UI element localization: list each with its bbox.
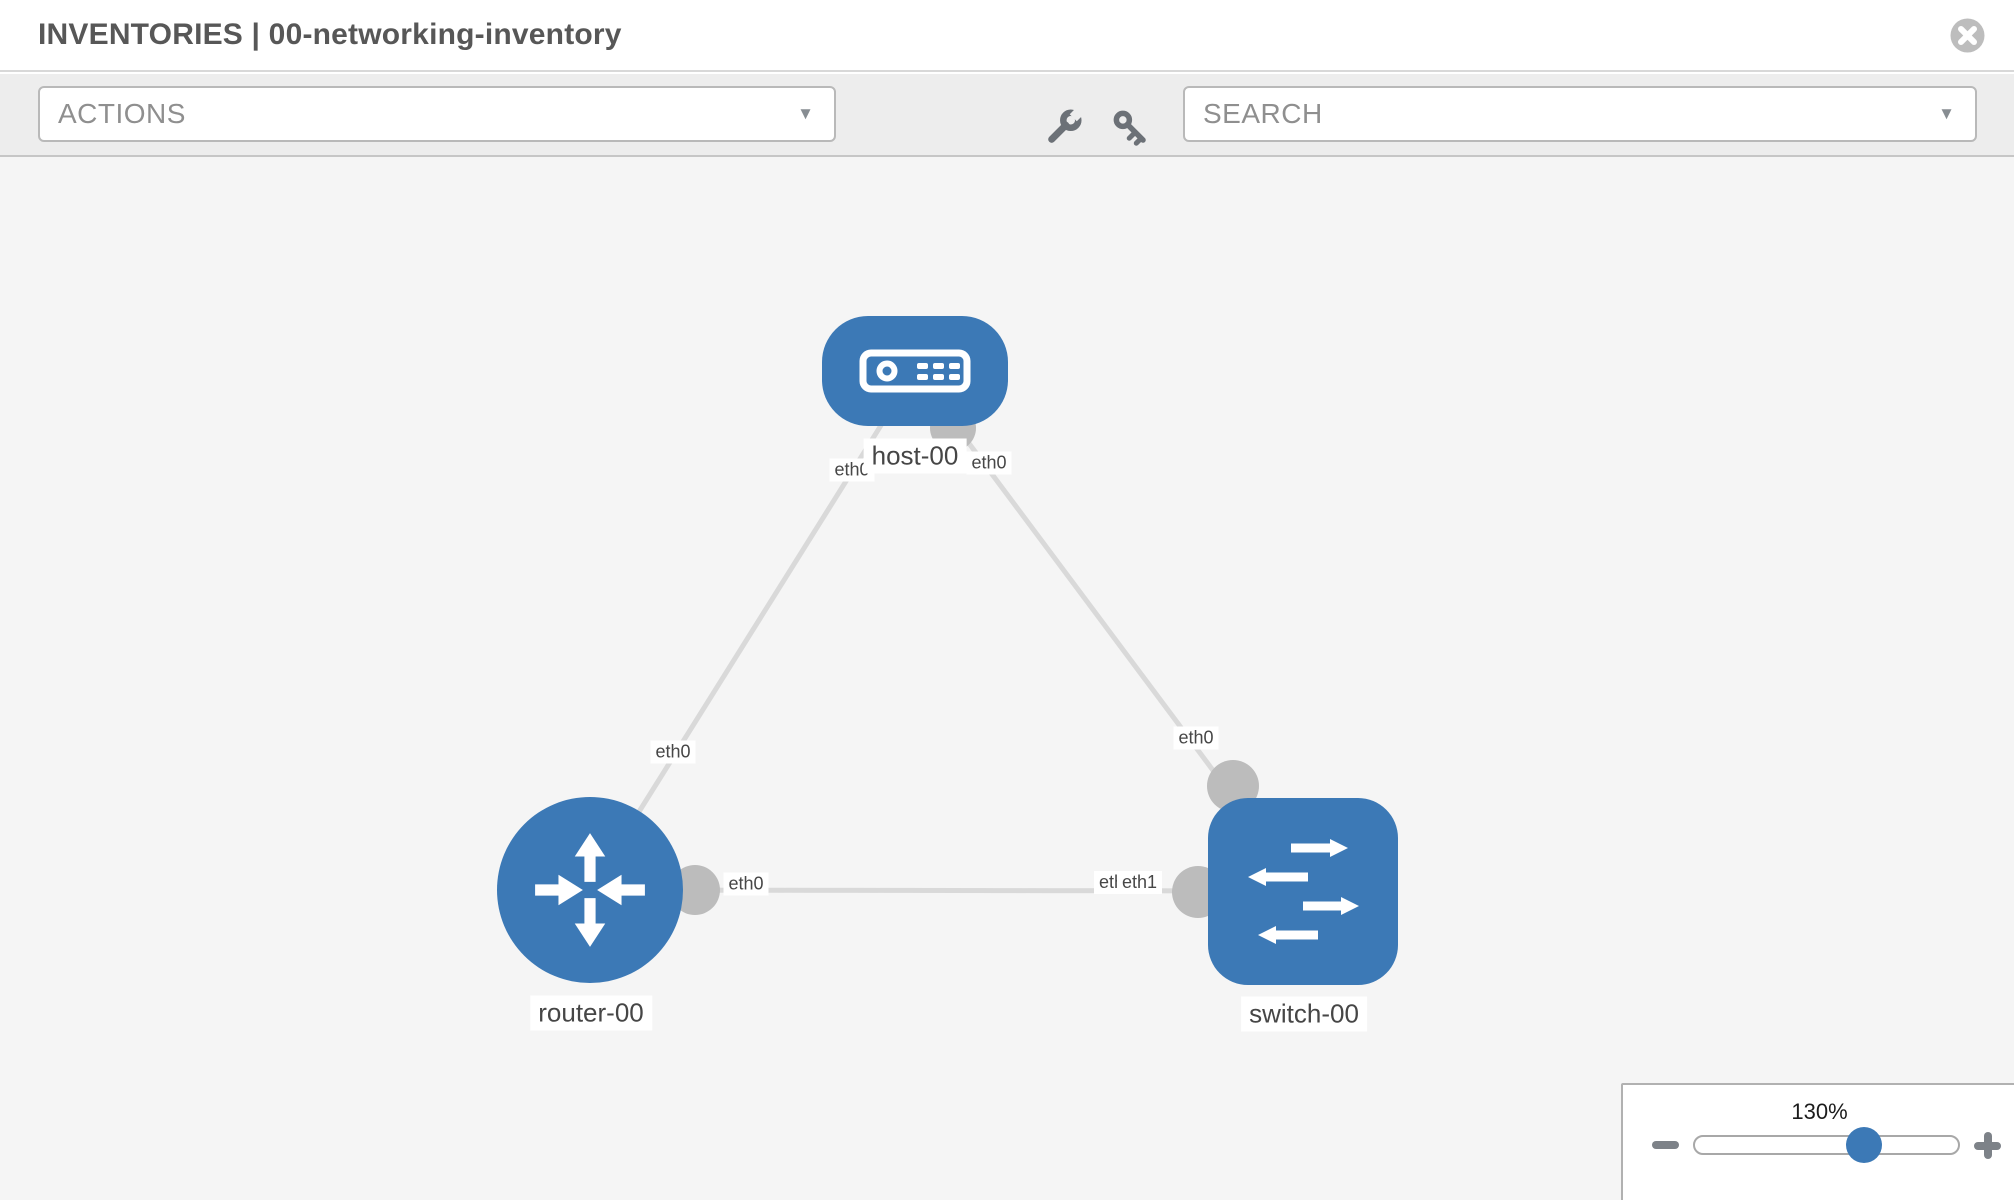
page-title: INVENTORIES | 00-networking-inventory [38, 18, 622, 51]
close-button[interactable] [1950, 18, 1985, 53]
interface-label: eth0 [829, 458, 875, 482]
chevron-down-icon: ▼ [1938, 104, 1955, 123]
interface-label: eth0 [723, 872, 769, 896]
zoom-control-panel: 130% [1621, 1083, 2014, 1200]
node-switch-00[interactable] [1208, 798, 1398, 985]
node-host-00[interactable] [822, 316, 1008, 426]
credentials-button[interactable] [1109, 106, 1153, 150]
node-label-host: host-00 [863, 438, 967, 474]
zoom-in-button[interactable] [1974, 1132, 2001, 1159]
close-icon [1950, 18, 1985, 53]
node-label-router: router-00 [530, 995, 652, 1031]
topology-canvas[interactable]: eth0 eth0 eth0 eth0 eth0 eth0 eth1 host-… [0, 157, 2014, 1200]
configure-button[interactable] [1041, 106, 1085, 150]
node-router-00[interactable] [497, 797, 683, 983]
zoom-slider-track[interactable] [1693, 1135, 1960, 1155]
zoom-slider-thumb[interactable] [1846, 1127, 1882, 1163]
interface-circle-router [670, 865, 720, 915]
interface-label: eth0 [650, 740, 696, 764]
switch-icon [1247, 839, 1359, 944]
key-icon [1113, 110, 1146, 146]
host-icon [859, 349, 971, 393]
chevron-down-icon: ▼ [797, 104, 814, 123]
interface-label: eth1 [1117, 871, 1163, 894]
toolbar: ACTIONS ▼ SEAR [0, 74, 2014, 157]
node-label-switch: switch-00 [1241, 996, 1367, 1032]
interface-label: eth0 [1173, 726, 1219, 750]
actions-dropdown-value: ACTIONS [58, 98, 186, 129]
search-dropdown[interactable]: SEARCH ▼ [1183, 86, 1977, 142]
interface-label: eth0 [966, 451, 1012, 475]
actions-dropdown[interactable]: ACTIONS ▼ [38, 86, 836, 142]
header: INVENTORIES | 00-networking-inventory [0, 0, 2014, 72]
router-icon [535, 833, 645, 947]
zoom-level-value: 130% [1791, 1099, 1848, 1124]
zoom-out-button[interactable] [1652, 1141, 1679, 1149]
link-router-host [587, 369, 918, 892]
search-dropdown-value: SEARCH [1203, 98, 1323, 129]
links-layer [587, 369, 1306, 918]
wrench-icon [1048, 107, 1084, 143]
